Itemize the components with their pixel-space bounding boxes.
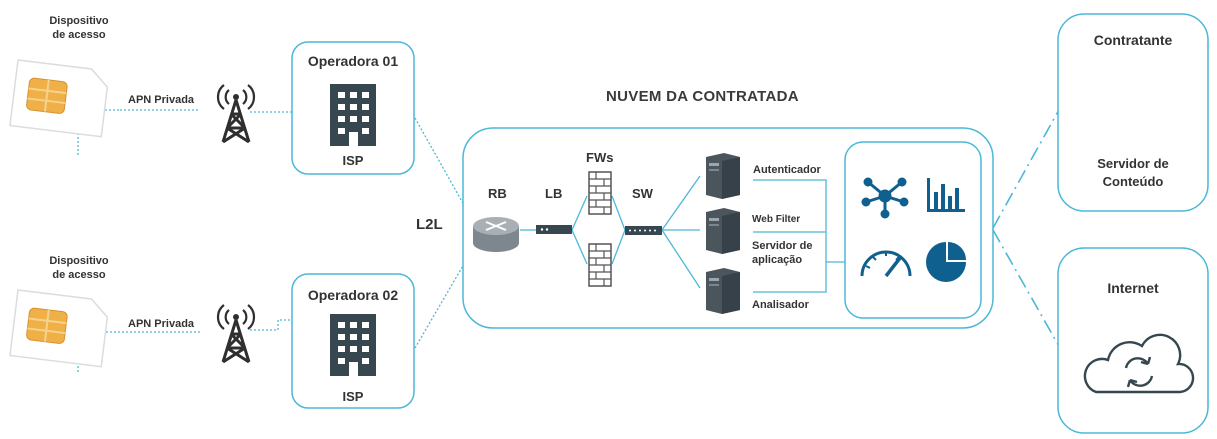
router-icon: [473, 217, 519, 252]
building-icon: [330, 84, 376, 146]
l2l-label: L2L: [416, 216, 443, 233]
server-icon: [706, 153, 740, 199]
analyzer-label: Analisador: [752, 299, 809, 311]
device-label-line: Dispositivo: [49, 255, 109, 267]
gauge-icon: [860, 250, 912, 278]
fws-label: FWs: [586, 150, 614, 165]
webfilter-label: Web Filter: [752, 214, 801, 225]
content-server-label-1: Servidor de: [1097, 156, 1169, 171]
internet-box: [1057, 247, 1209, 434]
operator-02-title: Operadora 02: [307, 287, 399, 303]
antenna-tower-icon: [216, 303, 256, 364]
cloud-links: [520, 175, 845, 293]
firewall-icon: [588, 171, 612, 215]
pie-chart-icon: [926, 240, 968, 282]
device-label-line: de acesso: [52, 29, 106, 41]
server-icon: [706, 208, 740, 254]
antenna-tower-icon: [216, 83, 256, 144]
apn-label-2: APN Privada: [128, 318, 195, 330]
rb-label: RB: [488, 186, 507, 201]
tools-box: [844, 141, 982, 319]
cloud-sync-icon: [1083, 333, 1195, 394]
server-icon: [706, 268, 740, 314]
network-hub-icon: [861, 177, 909, 219]
lb-label: LB: [545, 186, 563, 201]
sim-card-icon: [8, 289, 111, 368]
external-links: [992, 107, 1061, 349]
contratante-box: [1057, 13, 1209, 212]
auth-label: Autenticador: [753, 164, 821, 176]
apn-label-1: APN Privada: [128, 94, 195, 106]
contratante-title: Contratante: [1093, 32, 1173, 48]
operator-01-isp: ISP: [342, 153, 364, 168]
bar-chart-icon: [927, 178, 965, 212]
operator-01-title: Operadora 01: [307, 53, 399, 69]
firewall-icon: [588, 243, 612, 287]
cloud-title: NUVEM DA CONTRATADA: [606, 88, 799, 105]
apn-links: [77, 109, 479, 372]
device-label-line: de acesso: [52, 269, 106, 281]
app-server-label-1: Servidor de: [752, 240, 813, 252]
sw-label: SW: [632, 186, 653, 201]
sim-card-icon: [8, 59, 111, 138]
switch-icon: [625, 226, 662, 235]
building-icon: [330, 314, 376, 376]
device-label-2: Dispositivo de acesso: [34, 254, 124, 282]
load-balancer-icon: [536, 225, 572, 234]
app-server-label-2: aplicação: [752, 254, 803, 266]
device-label-1: Dispositivo de acesso: [34, 14, 124, 42]
operator-02-isp: ISP: [342, 389, 364, 404]
device-label-line: Dispositivo: [49, 15, 109, 27]
internet-title: Internet: [1107, 280, 1159, 296]
content-server-label-2: Conteúdo: [1102, 174, 1164, 189]
